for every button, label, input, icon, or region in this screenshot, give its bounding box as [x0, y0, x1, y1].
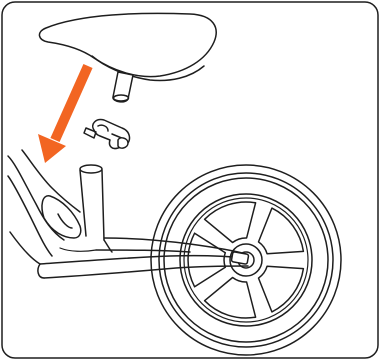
assembly-illustration — [0, 0, 381, 361]
